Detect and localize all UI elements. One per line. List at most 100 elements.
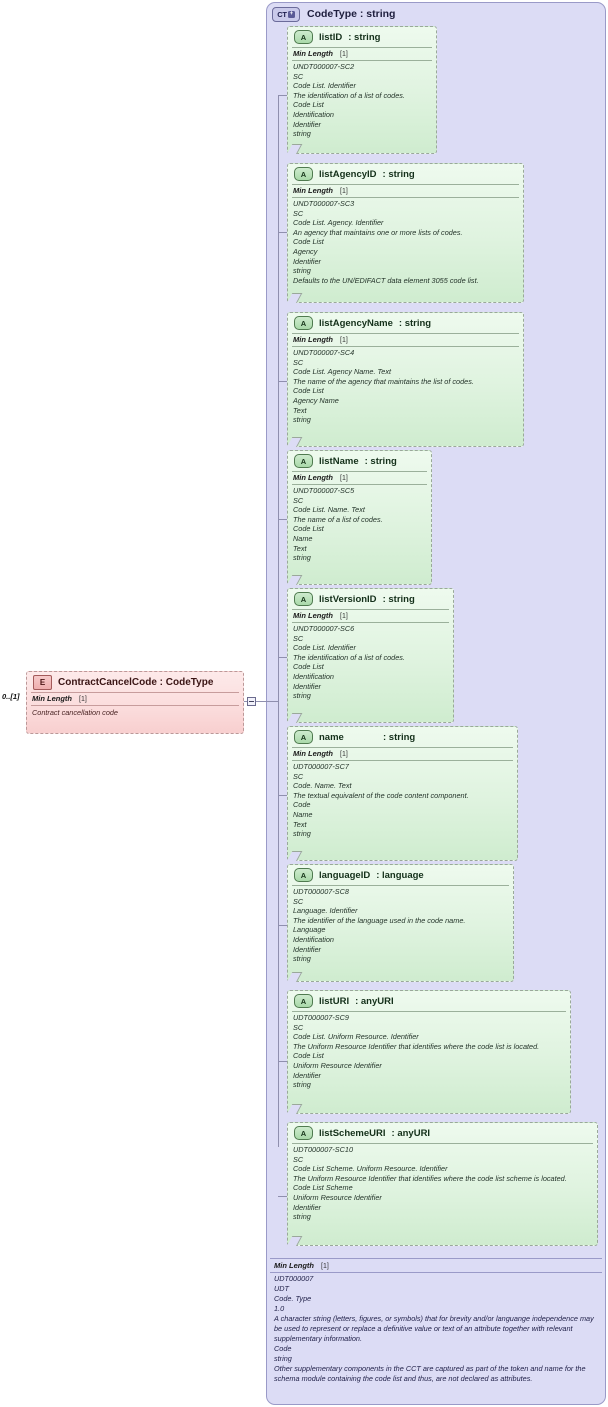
attribute-divider-2 (292, 60, 432, 61)
attribute-divider-2 (292, 197, 519, 198)
attribute-doc-line: SC (293, 357, 304, 367)
attribute-doc-line: string (293, 1080, 311, 1090)
attribute-doc-line: Uniform Resource Identifier (293, 1192, 382, 1202)
complextype-badge-icon[interactable]: CT+ (272, 6, 300, 22)
attribute-badge-icon: A (294, 1126, 313, 1140)
attribute-divider (292, 609, 449, 610)
element-contractcancelcode[interactable]: E ContractCancelCode : CodeType Min Leng… (26, 671, 244, 734)
attribute-type: : string (364, 455, 397, 467)
attribute-doc-line: Code List. Identifier (293, 643, 356, 653)
attribute-divider (292, 333, 519, 334)
attribute-doc-line: Identifier (293, 1070, 321, 1080)
attribute-doc-line: Text (293, 543, 307, 553)
codetype-doc-line: UDT (274, 1284, 289, 1293)
element-divider-2 (31, 705, 239, 706)
codetype-doc-line: Code (274, 1344, 292, 1353)
attribute-doc-line: Identification (293, 934, 334, 944)
attribute-facet-value: [1] (340, 188, 348, 195)
attribute-doc-line: The name of a list of codes. (293, 514, 383, 524)
attribute-doc-line: Code List (293, 662, 324, 672)
attribute-doc-line: Name (293, 533, 313, 543)
attribute-doc-line: string (293, 691, 311, 701)
attribute-divider (292, 1143, 593, 1144)
attribute-name: listAgencyID (319, 168, 377, 180)
attribute-type: : string (382, 593, 415, 605)
attribute-doc-line: Name (293, 809, 313, 819)
attribute-divider-2 (292, 622, 449, 623)
attribute-badge-icon: A (294, 316, 313, 330)
attribute-divider-2 (292, 346, 519, 347)
attribute-divider (292, 47, 432, 48)
attribute-name: listAgencyName (319, 317, 393, 329)
attribute-doc-line: string (293, 954, 311, 964)
attribute-divider-2 (292, 760, 513, 761)
attribute-doc-line: Identifier (293, 944, 321, 954)
element-facet-row: Min Length [1] (27, 693, 243, 705)
attribute-type: : string (383, 731, 416, 743)
corner-fold-icon (287, 972, 303, 982)
attribute-doc-line: Identifier (293, 256, 321, 266)
attribute-doc-line: The identification of a list of codes. (293, 652, 405, 662)
attribute-doc-line: Uniform Resource Identifier (293, 1060, 382, 1070)
attribute-facet-row: Min Length[1] (288, 472, 431, 484)
attribute-divider (292, 184, 519, 185)
attribute-type: : string (348, 31, 381, 43)
attribute-divider (292, 1011, 566, 1012)
codetype-footer-divider-bottom (270, 1272, 602, 1273)
attribute-doc-line: UDT000007-SC9 (293, 1013, 349, 1022)
attribute-doc-line: UNDT000007-SC6 (293, 624, 355, 633)
attribute-badge-icon: A (294, 868, 313, 882)
attribute-doc-line: An agency that maintains one or more lis… (293, 227, 463, 237)
attribute-divider (292, 747, 513, 748)
attribute-doc-line: UNDT000007-SC4 (293, 348, 355, 357)
element-divider (31, 692, 239, 693)
collapse-toggle-icon[interactable] (247, 697, 256, 706)
attribute-doc-line: UDT000007-SC7 (293, 762, 349, 771)
attribute-doc-line: string (293, 553, 311, 563)
codetype-header: CT+ CodeType : string (272, 4, 395, 24)
attribute-doc-line: UNDT000007-SC5 (293, 486, 355, 495)
attribute-name: listName (319, 455, 359, 467)
attribute-doc-line: Code List. Uniform Resource. Identifier (293, 1032, 419, 1042)
connector-branch-listagencyname (278, 381, 287, 382)
attribute-doc-line: Identification (293, 671, 334, 681)
corner-fold-icon (287, 1236, 303, 1246)
attribute-doc-line: Language (293, 925, 326, 935)
attribute-doc-line: The Uniform Resource Identifier that ide… (293, 1173, 567, 1183)
attribute-doc-line: The identifier of the language used in t… (293, 915, 466, 925)
attribute-doc-line: SC (293, 208, 304, 218)
attribute-facet-label: Min Length (293, 186, 333, 195)
attribute-doc-line: Code List. Agency. Identifier (293, 218, 384, 228)
connector-branch-languageid (278, 925, 287, 926)
attribute-badge-icon: A (294, 30, 313, 44)
codetype-doc-line: 1.0 (274, 1304, 285, 1313)
attribute-facet-value: [1] (340, 475, 348, 482)
attribute-doc-line: Language. Identifier (293, 906, 358, 916)
complextype-badge-label: CT (277, 9, 287, 19)
attribute-facet-value: [1] (340, 337, 348, 344)
attribute-name: listSchemeURI (319, 1127, 386, 1139)
attribute-doc-line: UNDT000007-SC2 (293, 62, 355, 71)
element-documentation: Contract cancellation code (32, 708, 118, 717)
codetype-doc-line: A character string (letters, figures, or… (274, 1314, 594, 1343)
element-badge-icon: E (33, 674, 52, 690)
expand-plus-icon[interactable]: + (287, 10, 295, 18)
